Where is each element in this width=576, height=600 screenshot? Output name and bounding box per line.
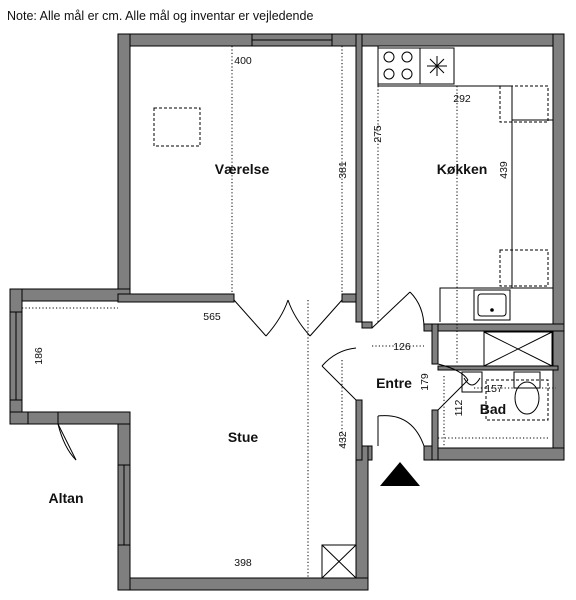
- wall-bad-top: [423, 323, 565, 332]
- dim-koekken-side: 275: [372, 125, 384, 143]
- wall-left-upper: [117, 33, 131, 291]
- wall-interior-vertical: [355, 33, 363, 323]
- dim-bad-depth: 112: [453, 399, 465, 416]
- door-entrance-arc: [377, 415, 425, 447]
- stove-icon: [377, 47, 421, 85]
- dim-entre-depth: 179: [419, 373, 431, 391]
- room-label-vaerelse: Værelse: [215, 161, 270, 177]
- wall-entry-post: [423, 445, 433, 461]
- wall-bottom: [117, 577, 369, 591]
- cabinet-stue: [321, 544, 357, 579]
- kitchen: [377, 46, 553, 322]
- entrance-arrow-icon: [380, 462, 420, 486]
- room-label-altan: Altan: [49, 490, 84, 506]
- dim-stue-width: 398: [234, 557, 252, 569]
- dim-koekken-width: 292: [453, 93, 471, 105]
- cabinet-bottom: [499, 249, 549, 287]
- dim-stue-top: 565: [203, 311, 221, 323]
- dim-entre-width: 126: [393, 341, 411, 353]
- shower-icon: [483, 331, 553, 367]
- door-vaerelse-left-arc: [265, 299, 289, 337]
- door-altan: [57, 423, 77, 461]
- wall-entre-stub: [361, 321, 373, 329]
- wall-bottom-right: [429, 447, 565, 461]
- wall-step-top: [9, 288, 131, 302]
- wall-top: [117, 33, 565, 47]
- door-stue: [321, 365, 357, 401]
- sink-icon: [473, 289, 511, 321]
- wall-altan-top: [9, 411, 131, 425]
- bathroom-area: [485, 379, 549, 421]
- dim-koekken-depth: 439: [498, 161, 510, 179]
- wall-stue-entre: [355, 399, 363, 461]
- room-label-entre: Entre: [376, 375, 412, 391]
- door-altan-arc: [57, 423, 77, 461]
- room-label-koekken: Køkken: [437, 161, 488, 177]
- toilet-icon: [513, 371, 541, 415]
- door-stue-arc: [321, 347, 357, 367]
- doors: [57, 291, 469, 461]
- dim-bad-width: 157: [485, 383, 503, 395]
- room-label-bad: Bad: [480, 401, 506, 417]
- door-vaerelse-right-arc: [287, 299, 311, 337]
- dim-vaerelse-depth: 381: [337, 161, 349, 179]
- plan-note: Note: Alle mål er cm. Alle mål og invent…: [7, 9, 314, 23]
- dimension-lines: [22, 46, 556, 578]
- door-bad: [437, 379, 469, 411]
- windows: [9, 33, 333, 546]
- wall-shower-divider: [437, 365, 559, 371]
- door-koekken-arc: [409, 291, 425, 329]
- ceiling-fixture-vaerelse: [153, 107, 201, 147]
- window-altan-door: [27, 411, 59, 425]
- room-label-stue: Stue: [228, 429, 259, 445]
- dim-stue-depth: 432: [337, 431, 349, 449]
- door-vaerelse-right: [309, 299, 343, 337]
- door-bad-arc: [437, 363, 469, 381]
- door-koekken: [371, 291, 411, 329]
- kitchen-counter-top: [377, 46, 553, 121]
- fan-icon: [419, 47, 455, 85]
- bathroom: [461, 331, 553, 421]
- cabinet-top: [499, 85, 549, 123]
- door-vaerelse-left: [233, 299, 267, 337]
- wall-bad-left: [431, 323, 439, 365]
- kitchen-counter-bottom: [439, 287, 553, 322]
- wall-interior-horizontal: [117, 293, 235, 303]
- wall-bad-left-lower: [431, 409, 439, 461]
- dim-stue-side: 186: [33, 347, 45, 365]
- washbasin-icon: [461, 371, 483, 393]
- walls: [9, 33, 565, 591]
- wall-stue-right: [355, 445, 369, 591]
- wall-right: [552, 33, 565, 461]
- dim-vaerelse-width: 400: [234, 55, 252, 67]
